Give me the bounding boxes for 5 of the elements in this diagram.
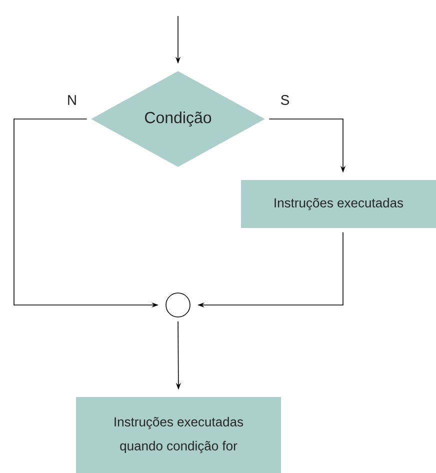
connector-circle <box>166 292 190 318</box>
process-box: Instruções executadas quando condição for <box>76 397 281 473</box>
process-box: Instruções executadas <box>241 180 436 228</box>
edge-label: S <box>279 94 291 106</box>
edge-label: N <box>66 94 78 106</box>
